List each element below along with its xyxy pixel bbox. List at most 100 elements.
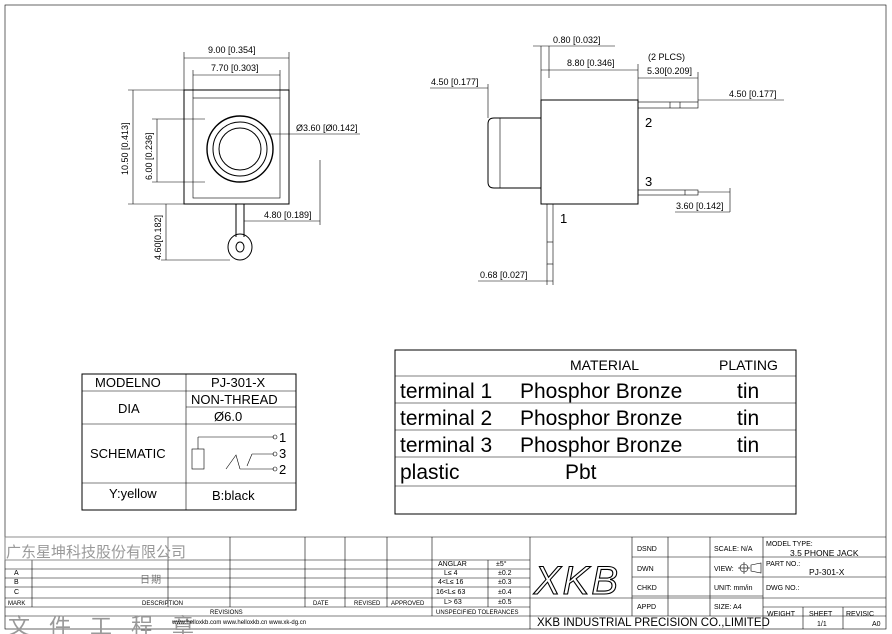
mat-row-3-plating: tin [737,434,759,457]
tol-range-3: 16<L≤ 63 [436,589,465,596]
tol-range-4: L> 63 [444,599,462,606]
model-table: MODELNO PJ-301-X DIA NON-THREAD Ø6.0 SCH… [81,373,297,511]
dia-value: Ø6.0 [214,409,242,424]
front-view: 9.00 [0.354] 7.70 [0.303] 10.50 [0.413] … [120,45,360,261]
mat-row-3-material: Phosphor Bronze [520,434,682,457]
mat-row-4-material: Pbt [565,461,597,484]
scale-label: SCALE: N/A [714,546,753,553]
mat-row-2-plating: tin [737,407,759,430]
description-label: DESCRIPTION [142,601,183,607]
side-body [540,99,639,205]
pin-1-body [546,203,554,265]
view-label: VIEW: [714,566,734,573]
pin-2-body [637,101,699,109]
modelno-label: MODELNO [95,375,161,390]
size-label: SIZE: A4 [714,604,742,611]
revisions-label: REVISIONS [210,610,243,616]
company-cn: 广东星坤科技股份有限公司 [6,543,186,561]
dim-width-inner: 7.70 [0.303] [211,63,259,73]
pin-1-label: 1 [560,211,567,226]
xkb-logo: XKB [533,559,620,603]
front-tab [235,204,245,237]
tol-label: UNSPECIFIED TOLERANCES [436,610,518,616]
pin-2-label: 2 [645,115,652,130]
part-no-label: PART NO.: [766,561,800,568]
rev-b: B [14,579,19,586]
rev-a: A [14,570,19,577]
color-body: Y:yellow [109,486,157,501]
websites: www.helloxkb.com www.helloxkb.cn www.xk-… [171,620,306,626]
schem-pin2: 2 [279,462,286,477]
sheet-border [4,4,887,630]
front-inner-rect [192,97,281,199]
modelno-value: PJ-301-X [211,375,266,390]
mat-row-2-part: terminal 2 [400,407,492,430]
color-nut: B:black [212,488,255,503]
dim-diameter: Ø3.60 [Ø0.142] [296,123,358,133]
sheet-value: 1/1 [817,621,827,628]
company-en: XKB INDUSTRIAL PRECISION CO.,LIMITED [537,617,770,629]
dwg-no-label: DWG NO.: [766,585,799,592]
mat-row-1-plating: tin [737,380,759,403]
tol-range-1: L≤ 4 [444,570,458,577]
dwn-label: DWN [637,566,654,573]
tol-angle: ANGLAR [438,561,467,568]
side-view: 2 3 1 0.80 [0.032] 8.80 [0.346] (2 PLCS)… [430,35,784,285]
material-table: MATERIAL PLATING terminal 1 Phosphor Bro… [394,349,797,515]
material-header: MATERIAL [570,357,639,373]
tol-angle-val: ±5° [496,560,507,568]
dim-pin-length: 5.30[0.209] [647,66,692,76]
date-label: DATE [313,601,329,607]
approved-label: APPROVED [391,601,425,607]
schem-pin1: 1 [279,430,286,445]
dim-nose: 4.50 [0.177] [431,77,479,87]
tol-val-4: ±0.5 [498,599,512,606]
revision-label: REVISIC [846,611,874,618]
appd-label: APPD [637,604,656,611]
dim-pin1-width: 0.68 [0.027] [480,270,528,280]
front-bore [218,127,262,171]
schem-pin3: 3 [279,446,286,461]
dim-pin-gap: 0.80 [0.032] [553,35,601,45]
tol-val-3: ±0.4 [498,589,512,596]
dim-pin3: 3.60 [0.142] [676,201,724,211]
mark-label: MARK [8,601,25,607]
chkd-label: CHKD [637,585,657,592]
dia-thread: NON-THREAD [191,392,278,407]
dsnd-label: DSND [637,546,657,553]
part-no-value: PJ-301-X [809,567,845,577]
dim-tab-length: 4.60[0.182] [153,215,163,260]
dim-plcs: (2 PLCS) [648,52,685,62]
stamp-cn: 文 件 工 程 章 [8,615,200,634]
mat-row-1-part: terminal 1 [400,380,492,403]
date-cn: 日 期 [140,574,161,586]
dia-label: DIA [118,401,140,416]
unit-label: UNIT: mm/in [714,585,753,592]
dim-tab-offset: 4.80 [0.189] [264,210,312,220]
plating-header: PLATING [719,357,778,373]
front-tab-ring [227,233,253,261]
dim-width-outer: 9.00 [0.354] [208,45,256,55]
mat-row-3-part: terminal 3 [400,434,492,457]
revised-label: REVISED [354,601,381,607]
projection-icon [738,562,762,574]
mat-row-1-material: Phosphor Bronze [520,380,682,403]
weight-label: WEIGHT [767,611,796,618]
front-tab-hole [235,241,245,253]
schematic-label: SCHEMATIC [90,446,166,461]
pin-3-label: 3 [645,174,652,189]
mat-row-4-part: plastic [400,461,460,484]
model-type-value: 3.5 PHONE JACK [790,548,859,558]
revision-value: A0 [872,621,881,628]
pin-3-body [637,189,699,196]
model-type-label: MODEL TYPE: [766,541,813,548]
sheet-label: SHEET [809,611,833,618]
tol-range-2: 4<L≤ 16 [438,579,464,586]
rev-c: C [14,589,19,596]
title-block: 广东星坤科技股份有限公司 文 件 工 程 章 A B C 日 期 MARK DE… [4,536,886,634]
side-nose [487,117,541,189]
front-nut-outer [206,115,274,183]
dim-height-inner: 6.00 [0.236] [144,132,154,180]
dim-body-length: 8.80 [0.346] [567,58,615,68]
